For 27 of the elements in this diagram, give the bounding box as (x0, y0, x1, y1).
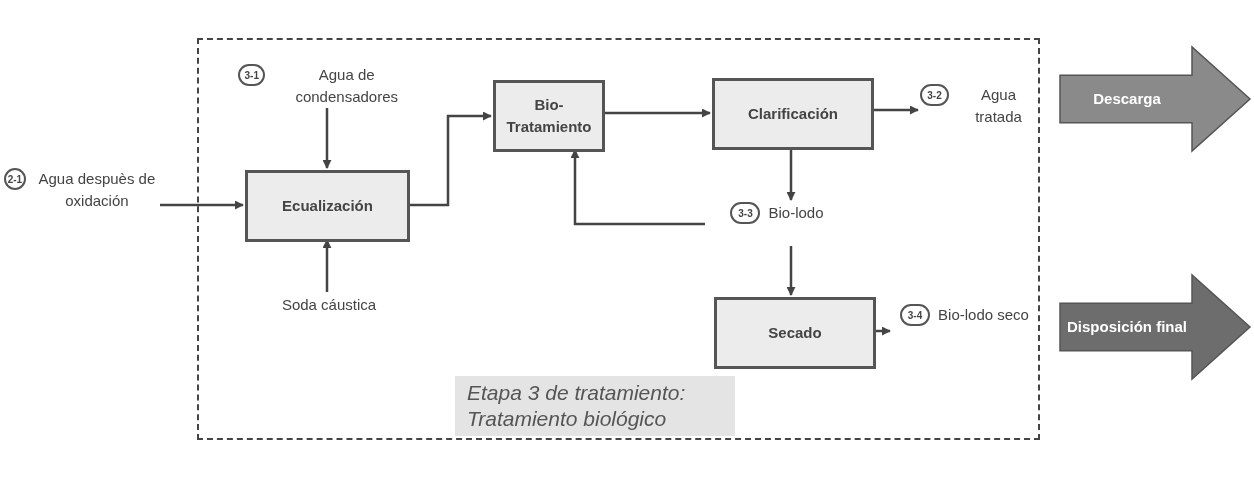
step-number: 3-2 (920, 84, 950, 106)
stream-label: Bio-lodo (768, 203, 824, 223)
flow-arrow (786, 148, 796, 201)
stream-label: Agua despuès de oxidación (37, 169, 157, 211)
step-number: 2-1 (4, 168, 26, 190)
stage-title: Etapa 3 de tratamiento: Tratamiento biológico (455, 376, 735, 436)
stream-label: Soda cáustica (281, 295, 377, 315)
process-box: Ecualización (245, 170, 410, 242)
flow-arrow (322, 108, 332, 169)
stream-label: Agua de condensadores (294, 65, 399, 107)
process-box: Clarificación (712, 78, 874, 150)
destination-label: Descarga (1093, 89, 1161, 109)
stage-boundary (197, 38, 1040, 440)
flow-arrow (786, 246, 796, 296)
process-box: Secado (714, 297, 876, 369)
flow-arrow (408, 111, 492, 207)
flow-arrow (872, 105, 919, 115)
stream-label: Agua tratada (974, 85, 1023, 127)
process-box: Bio-Tratamiento (493, 80, 605, 152)
stream-label: Bio-lodo seco (938, 305, 1029, 325)
destination-label: Disposición final (1067, 317, 1187, 337)
flow-arrow (603, 108, 711, 118)
flow-arrow (874, 326, 891, 336)
step-number: 3-4 (900, 304, 931, 326)
flow-arrow (160, 200, 244, 210)
step-number: 3-3 (730, 202, 761, 224)
step-number: 3-1 (238, 64, 266, 86)
